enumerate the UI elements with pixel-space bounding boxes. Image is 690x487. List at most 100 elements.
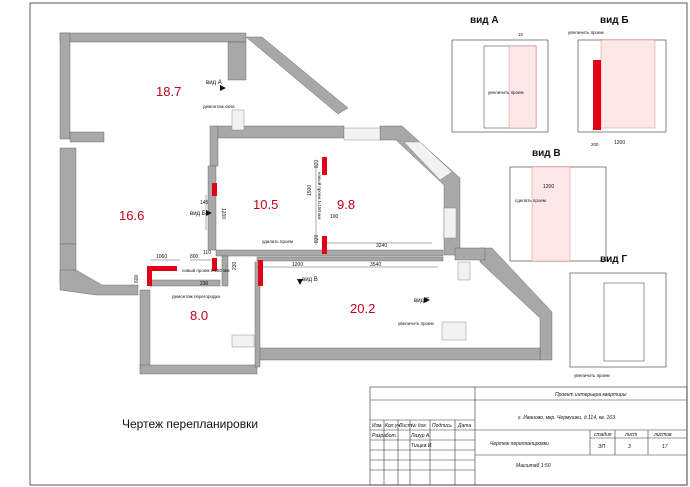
- view-arrow: [220, 85, 226, 91]
- red-wall: [322, 236, 327, 254]
- view-frame: [569, 272, 667, 368]
- wall: [254, 261, 261, 368]
- dimension: 110: [203, 250, 211, 256]
- view-dim: 1200: [543, 184, 554, 190]
- title-block-text: Проект интерьера квартиры г. Иваново, мк…: [372, 392, 672, 469]
- red-wall: [147, 266, 177, 271]
- view-b: вид Б увеличить проем 1200 200: [568, 15, 667, 147]
- dimension: 230: [232, 261, 238, 270]
- dimension: 600: [134, 274, 140, 283]
- view-title: вид А: [470, 15, 499, 26]
- sheet-name: Чертеж перепланировки: [490, 441, 549, 447]
- tb-header: Лист: [398, 423, 412, 429]
- plan-note: новый проем t=150 мм: [317, 172, 323, 220]
- room-area: 18.7: [156, 84, 181, 99]
- view-arrow: [206, 210, 212, 216]
- view-v: вид В 1200 сделать проем: [509, 148, 607, 262]
- plan-note: демонтаж перегородки: [172, 294, 220, 299]
- wall: [256, 347, 541, 361]
- scale: Масштаб 1:50: [516, 463, 551, 469]
- wall: [59, 32, 71, 140]
- wall: [59, 147, 77, 245]
- view-note: увеличить проем: [488, 90, 524, 95]
- dimension: 3240: [376, 243, 387, 249]
- wall: [207, 165, 217, 251]
- room-area: 8.0: [190, 308, 208, 323]
- wall: [245, 36, 349, 115]
- room-area: 20.2: [350, 301, 375, 316]
- stage-label: стадия: [594, 432, 612, 438]
- dimension: 820: [314, 159, 320, 168]
- dimension: 1060: [156, 254, 167, 260]
- project-name: Проект интерьера квартиры: [555, 392, 627, 398]
- dimension: 1200: [220, 208, 226, 219]
- wall: [149, 279, 221, 287]
- dimension: 3540: [370, 262, 381, 268]
- red-wall: [147, 266, 152, 286]
- title-block-frame: [369, 386, 688, 486]
- dimension: 820: [314, 234, 320, 243]
- opening: [603, 282, 645, 362]
- dimension: 1200: [292, 262, 303, 268]
- window-unit: [443, 207, 457, 239]
- tb-header: Изм.: [372, 423, 383, 429]
- wall: [256, 256, 444, 262]
- view-frame: [451, 39, 549, 133]
- sheets-value: 17: [662, 444, 668, 450]
- view-marker-label: вид А: [206, 80, 222, 86]
- plan-note: увеличить проем: [398, 321, 434, 326]
- tb-header: Подпись: [432, 423, 452, 429]
- window-unit: [231, 334, 255, 348]
- dimension: 145: [200, 200, 209, 206]
- address: г. Иваново, мкр. Чермушки, д.114, кв. 16…: [518, 415, 615, 421]
- sheet-label: лист: [624, 432, 637, 438]
- view-arrow: [297, 279, 303, 285]
- window-unit: [403, 141, 453, 181]
- view-note: увеличить проем: [574, 373, 610, 378]
- view-g: вид Г увеличить проем: [569, 254, 667, 378]
- view-arrow: [424, 297, 430, 303]
- tb-header: № док.: [411, 423, 427, 429]
- red-wall: [212, 258, 217, 271]
- dimension: 230: [200, 281, 209, 287]
- wall: [139, 289, 151, 371]
- dimension: 1500: [307, 185, 313, 196]
- view-marker-label: вид В: [302, 277, 318, 283]
- dimension: 800: [190, 254, 199, 260]
- red-wall: [212, 183, 217, 196]
- wall: [454, 247, 486, 261]
- room-area: 16.6: [119, 208, 144, 223]
- view-dim: 10: [518, 32, 524, 37]
- view-note: сделать проем: [515, 198, 546, 203]
- view-title: вид Г: [600, 254, 627, 265]
- plan-note: демонтаж окна: [203, 104, 235, 109]
- opening-hatch: [531, 166, 571, 262]
- wall: [215, 249, 444, 257]
- sheet-value: 3: [628, 444, 631, 450]
- wall: [139, 364, 258, 375]
- developer-role: Разработ.: [372, 433, 397, 439]
- wall: [69, 131, 105, 143]
- wall: [221, 255, 229, 287]
- red-wall: [593, 60, 601, 130]
- dimension: 100: [330, 214, 339, 220]
- sheet-title: Чертеж перепланировки: [122, 417, 258, 431]
- title-block: [369, 386, 688, 486]
- view-marker-label: вид Б: [190, 211, 206, 217]
- wall: [59, 269, 139, 296]
- developer-name: Лазур А.: [410, 433, 431, 439]
- view-note: увеличить проем: [568, 30, 604, 35]
- floor-plan: 18.7 16.6 10.5 9.8 8.0 20.2 вид А вид Б …: [59, 32, 553, 375]
- tb-header: Кол.уч.: [385, 423, 401, 429]
- plan-note: удалить проем: [262, 239, 293, 244]
- sheet-frame: [29, 2, 688, 486]
- view-title: вид В: [532, 148, 561, 159]
- wall: [209, 125, 219, 167]
- wall: [59, 32, 247, 43]
- plan-note: новый проем t=150 мм: [182, 267, 230, 273]
- room-area: 10.5: [253, 197, 278, 212]
- tb-header: Дата: [457, 423, 471, 429]
- view-dim: 1200: [614, 140, 625, 146]
- view-a: вид А 10 увеличить проем: [451, 15, 549, 133]
- stage-value: ЭП: [598, 444, 605, 450]
